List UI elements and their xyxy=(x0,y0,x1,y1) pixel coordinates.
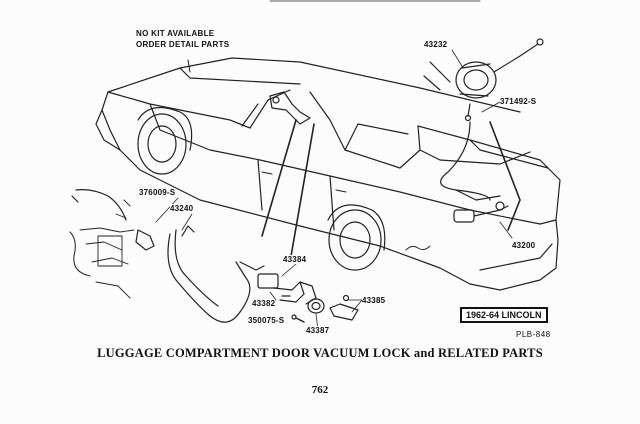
callout-lines xyxy=(155,49,513,331)
note-no-kit: NO KIT AVAILABLE xyxy=(136,29,215,38)
note-order-detail: ORDER DETAIL PARTS xyxy=(136,40,230,49)
leader-lines xyxy=(261,119,521,263)
page-number: 762 xyxy=(311,384,329,396)
plate-reference: PLB-848 xyxy=(516,330,551,339)
model-year-badge: 1962-64 LINCOLN xyxy=(460,307,548,323)
lock-cylinder-43387 xyxy=(307,298,325,314)
part-number-376009-s: 376009-S xyxy=(139,188,176,197)
part-number-350075-s: 350075-S xyxy=(248,316,285,325)
part-number-43387: 43387 xyxy=(306,326,330,335)
part-number-371492-s: 371492-S xyxy=(500,97,537,106)
figure-caption: LUGGAGE COMPARTMENT DOOR VACUUM LOCK and… xyxy=(97,346,543,360)
lid-latch-assembly xyxy=(269,91,311,125)
retainer-43385 xyxy=(329,294,359,321)
screw-350075 xyxy=(291,314,305,323)
part-number-43382: 43382 xyxy=(252,299,276,308)
vacuum-hose-43200 xyxy=(440,121,509,223)
car-body-drawing xyxy=(95,57,561,291)
valve-and-hose-43240 xyxy=(69,189,265,323)
part-number-43200: 43200 xyxy=(512,241,536,250)
part-number-43384: 43384 xyxy=(283,255,307,264)
part-number-43240: 43240 xyxy=(170,204,194,213)
part-number-43232: 43232 xyxy=(424,40,448,49)
vacuum-motor-43232 xyxy=(423,38,544,122)
part-number-43385: 43385 xyxy=(362,296,386,305)
